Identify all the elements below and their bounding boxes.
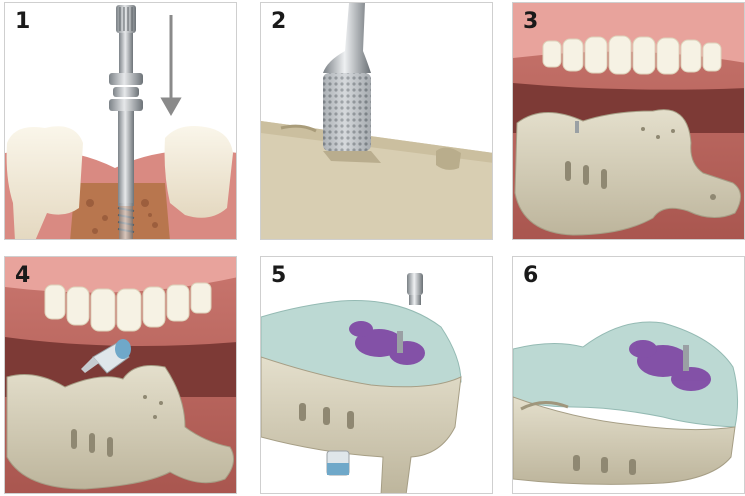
- tray-try-in-illustration: [513, 3, 745, 240]
- step-1-panel: 1: [4, 2, 237, 240]
- step-4-panel: 4: [4, 256, 237, 494]
- step-number: 2: [271, 9, 286, 34]
- right-tooth: [165, 126, 233, 218]
- step-2-panel: 2: [260, 2, 493, 240]
- step-number: 4: [15, 263, 30, 288]
- impression-post: [397, 331, 403, 353]
- step-number: 1: [15, 9, 30, 34]
- final-impression-illustration: [513, 257, 745, 494]
- step-5-panel: 5: [260, 256, 493, 494]
- tray-perforation-illustration: [261, 3, 493, 240]
- implant-driver-illustration: [5, 3, 237, 240]
- step-3-panel: 3: [512, 2, 745, 240]
- impression-post: [683, 345, 689, 371]
- impression-removal-illustration: [261, 257, 493, 494]
- impression-material-illustration: [5, 257, 237, 494]
- transfer-post: [407, 273, 423, 305]
- step-number: 5: [271, 263, 286, 288]
- implant-post: [575, 121, 579, 133]
- implant-analog: [327, 451, 349, 475]
- step-6-panel: 6: [512, 256, 745, 494]
- step-number: 6: [523, 263, 538, 288]
- tray-hole: [436, 147, 461, 169]
- step-number: 3: [523, 9, 538, 34]
